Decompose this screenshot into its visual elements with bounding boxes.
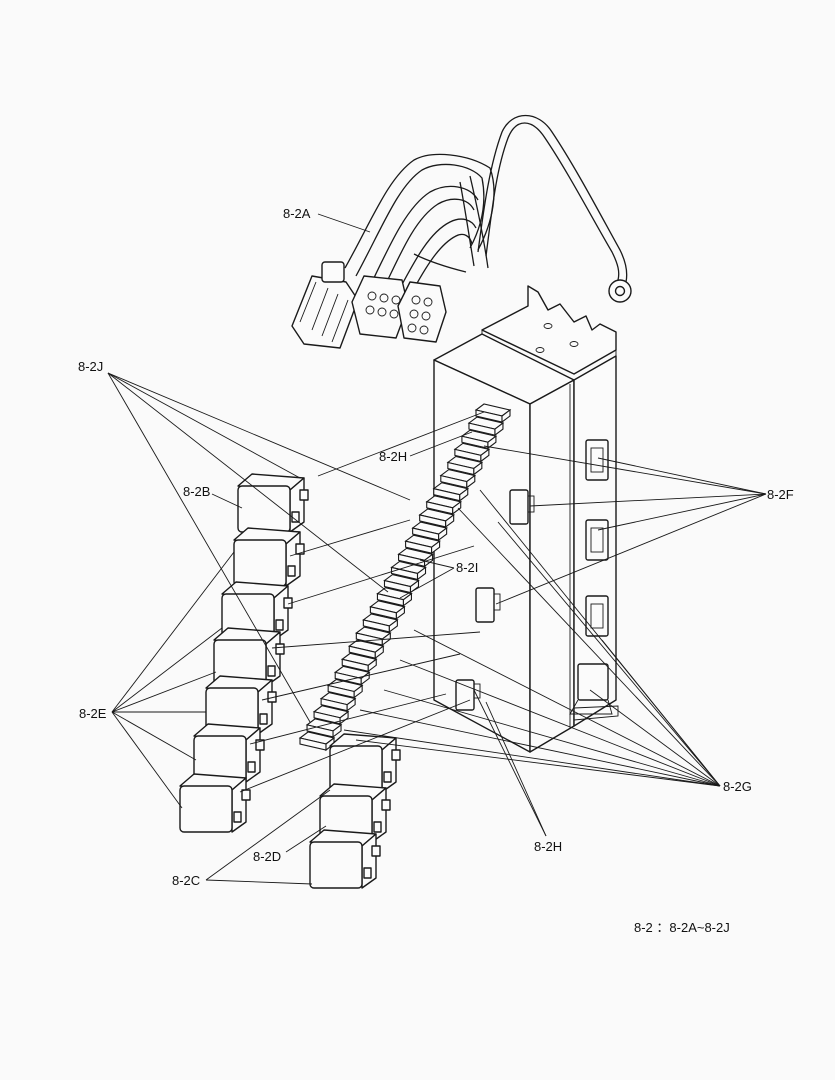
label-8-2c: 8-2C — [172, 873, 200, 888]
mini-fuse — [446, 455, 484, 476]
mini-fuse — [369, 600, 406, 620]
figure-caption: 8-2 ：8-2A~8-2J — [634, 920, 730, 935]
mini-fuse — [298, 731, 336, 752]
mini-fuse — [432, 482, 470, 502]
label-8-2e: 8-2E — [79, 706, 107, 721]
relay — [329, 733, 401, 793]
mini-fuse — [390, 560, 427, 581]
mini-fuse — [453, 442, 491, 463]
relay — [193, 723, 265, 783]
mini-fuse — [319, 692, 357, 712]
label-8-2g: 8-2G — [723, 779, 752, 794]
mini-fuse — [418, 508, 455, 529]
relay — [179, 773, 251, 833]
label-8-2d: 8-2D — [253, 849, 281, 864]
mini-fuse — [383, 573, 420, 594]
label-8-2a: 8-2A — [283, 206, 311, 221]
mini-fuse — [425, 495, 462, 515]
relay — [233, 527, 305, 587]
mini-fuse — [362, 613, 399, 634]
mini-fuse — [411, 521, 448, 542]
relays — [179, 473, 401, 889]
label-8-2j: 8-2J — [78, 359, 103, 374]
label-8-2f: 8-2F — [767, 487, 794, 502]
callout-labels: 8-2A 8-2J 8-2B 8-2H 8-2F 8-2I 8-2E 8-2G … — [78, 206, 794, 935]
mini-fuse — [326, 678, 364, 699]
blade-fuses — [455, 489, 535, 711]
label-8-2h-bottom: 8-2H — [534, 839, 562, 854]
mini-fuse — [439, 469, 477, 489]
mini-fuse — [348, 639, 385, 660]
mini-fuse — [340, 652, 378, 673]
relay — [237, 473, 309, 533]
label-8-2i: 8-2I — [456, 560, 478, 575]
relay — [309, 829, 381, 889]
wire-harness — [291, 115, 632, 349]
leader-lines — [107, 213, 767, 885]
mini-fuse — [404, 534, 441, 555]
mini-fuse — [333, 665, 371, 686]
relay — [213, 627, 285, 687]
mini-fuse — [467, 416, 505, 437]
label-8-2b: 8-2B — [183, 484, 210, 499]
label-8-2h-top: 8-2H — [379, 449, 407, 464]
